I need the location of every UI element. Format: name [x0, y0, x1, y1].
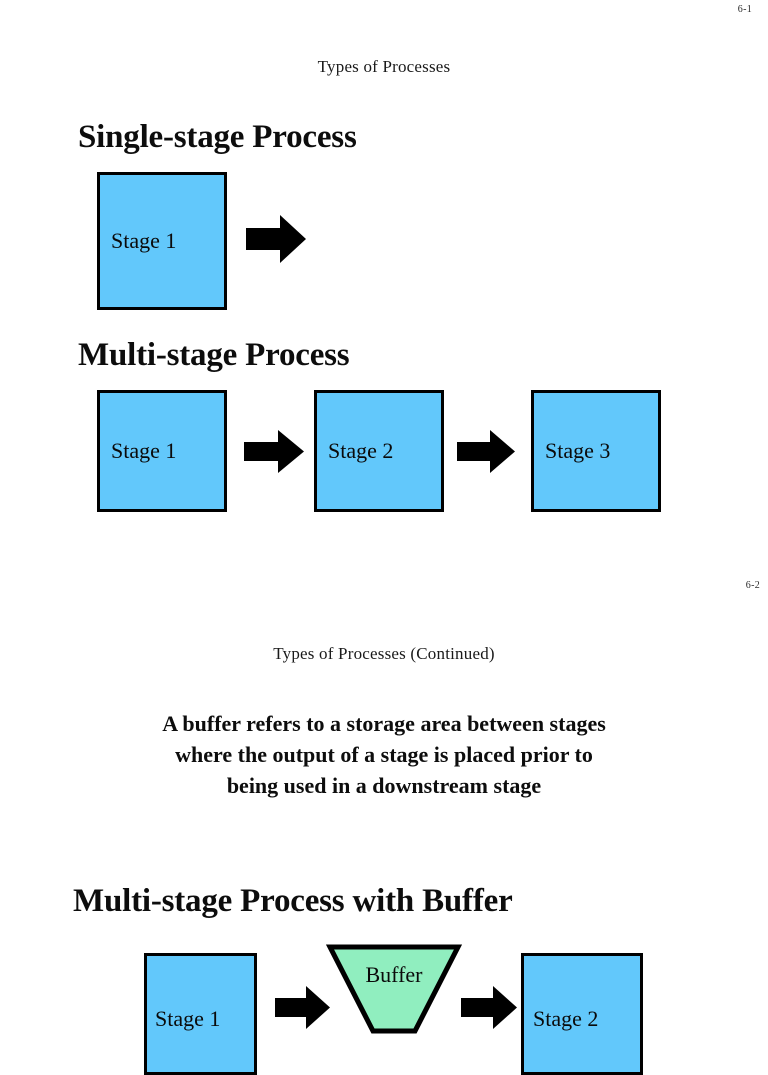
- buffer-definition-line-1: A buffer refers to a storage area betwee…: [162, 711, 606, 736]
- stage-label: Stage 2: [533, 1006, 599, 1031]
- multi-stage-box-2: Stage 2: [314, 390, 444, 512]
- flow-arrow-icon: [461, 985, 517, 1030]
- heading-multi-stage-process: Multi-stage Process: [78, 337, 350, 373]
- heading-multi-stage-process-with-buffer: Multi-stage Process with Buffer: [73, 883, 513, 919]
- stage-label: Stage 1: [111, 438, 177, 463]
- buffer-diagram-stage-box-1: Stage 1: [144, 953, 257, 1075]
- buffer-definition-line-3: being used in a downstream stage: [226, 773, 542, 798]
- buffer-definition: A buffer refers to a storage area betwee…: [0, 708, 768, 801]
- slide-2-title: Types of Processes (Continued): [273, 644, 495, 663]
- single-stage-box-1: Stage 1: [97, 172, 227, 310]
- stage-label: Stage 1: [111, 228, 177, 253]
- heading-single-stage-process: Single-stage Process: [78, 119, 357, 155]
- flow-arrow-icon: [246, 214, 306, 264]
- stage-label: Stage 2: [328, 438, 394, 463]
- slide-number-6-2: 6-2: [745, 580, 760, 591]
- slide-1: 6-1 Types of Processes Single-stage Proc…: [78, 4, 752, 512]
- buffer-definition-line-2: where the output of a stage is placed pr…: [175, 742, 593, 767]
- slide-number-6-1: 6-1: [737, 4, 752, 15]
- slide-1-title: Types of Processes: [317, 57, 451, 76]
- multi-stage-box-3: Stage 3: [531, 390, 661, 512]
- flow-arrow-icon: [244, 429, 304, 474]
- buffer-shape: Buffer: [325, 944, 463, 1034]
- slide-2: 6-2 Types of Processes (Continued) A buf…: [0, 560, 768, 1075]
- flow-arrow-icon: [457, 429, 515, 474]
- stage-label: Stage 3: [545, 438, 611, 463]
- buffer-diagram-stage-box-2: Stage 2: [521, 953, 643, 1075]
- multi-stage-box-1: Stage 1: [97, 390, 227, 512]
- stage-label: Stage 1: [155, 1006, 221, 1031]
- flow-arrow-icon: [275, 985, 330, 1030]
